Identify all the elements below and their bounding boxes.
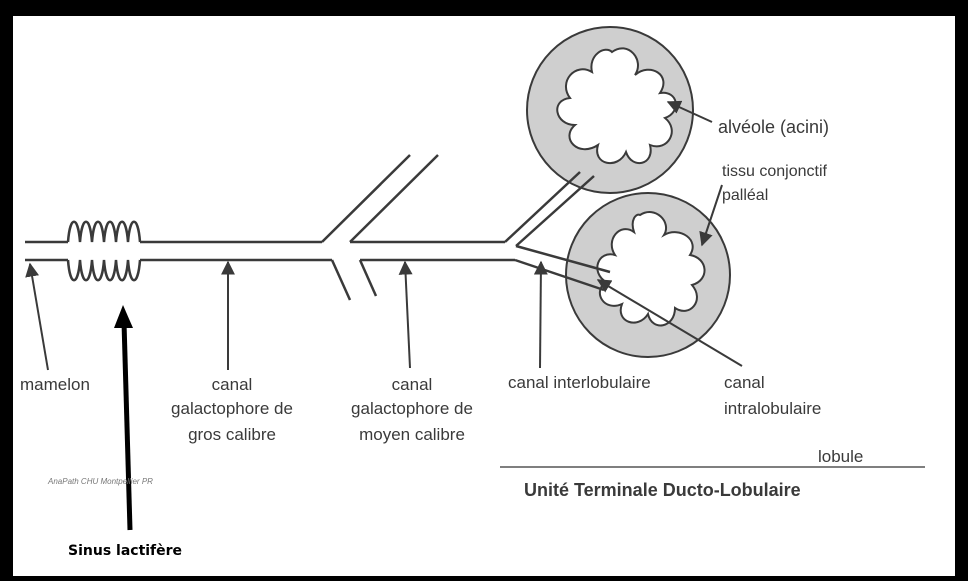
label-canal-gros-3: gros calibre bbox=[188, 425, 276, 444]
label-mamelon: mamelon bbox=[20, 375, 90, 394]
sinus-arrowhead bbox=[114, 305, 133, 328]
label-canal-moyen-3: moyen calibre bbox=[359, 425, 465, 444]
label-alveole: alvéole (acini) bbox=[718, 117, 829, 137]
label-canal-gros-2: galactophore de bbox=[171, 399, 293, 418]
credit-text: AnaPath CHU Montpellier PR bbox=[47, 477, 153, 486]
label-canal-inter: canal interlobulaire bbox=[508, 373, 651, 392]
label-canal-moyen-2: galactophore de bbox=[351, 399, 473, 418]
label-sinus: Sinus lactifère bbox=[68, 543, 182, 559]
label-lobule: lobule bbox=[818, 447, 863, 466]
nipple-waves-upper bbox=[68, 222, 140, 242]
label-tissu-line2: palléal bbox=[722, 187, 768, 204]
label-utdl: Unité Terminale Ducto-Lobulaire bbox=[524, 480, 801, 500]
nipple-waves-lower bbox=[68, 260, 140, 280]
label-canal-gros-1: canal bbox=[212, 375, 253, 394]
sinus-pointer bbox=[124, 322, 130, 530]
canal-inter-arrow bbox=[540, 262, 541, 368]
mamelon-arrow bbox=[30, 264, 48, 370]
label-canal-intra-2: intralobulaire bbox=[724, 399, 821, 418]
side-branches bbox=[322, 155, 438, 300]
main-duct bbox=[25, 222, 515, 281]
label-canal-moyen-1: canal bbox=[392, 375, 433, 394]
canal-moyen-arrow bbox=[405, 262, 410, 368]
label-canal-intra-1: canal bbox=[724, 373, 765, 392]
label-tissu-line1: tissu conjonctif bbox=[722, 163, 827, 180]
